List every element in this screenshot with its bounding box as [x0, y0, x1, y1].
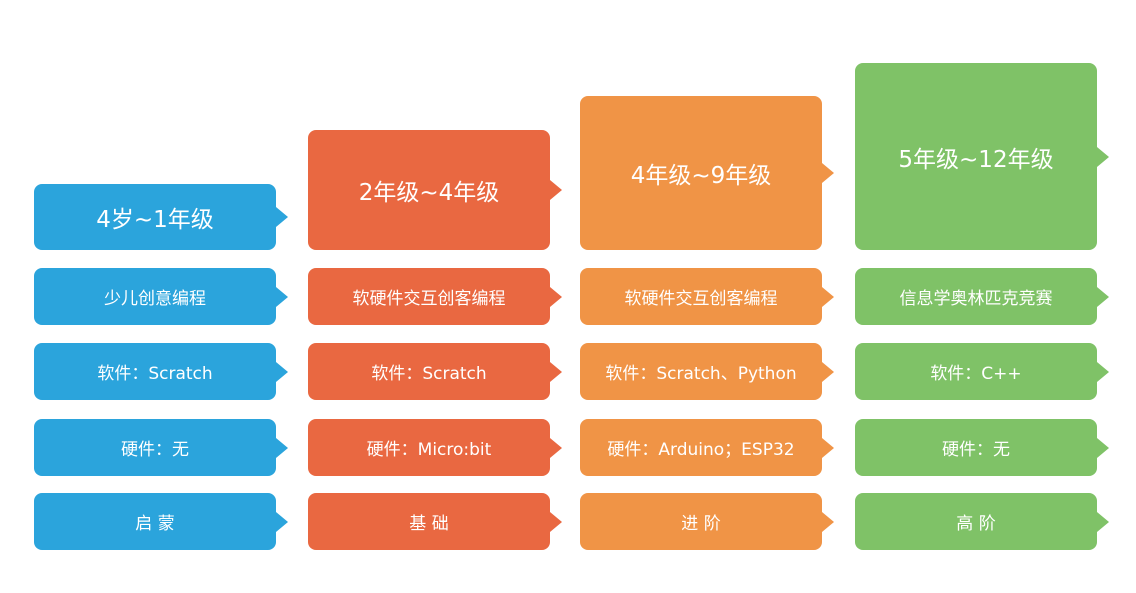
- course-label-2: 软硬件交互创客编程: [352, 289, 506, 309]
- software-cell-2: 软件：Scratch: [308, 343, 562, 400]
- hardware-cell-1: 硬件：无: [34, 419, 288, 476]
- stage-header-2: 2年级~4年级: [308, 130, 562, 250]
- level-label-1: 启 蒙: [135, 514, 175, 534]
- level-label-2: 基 础: [409, 514, 449, 534]
- level-cell-3: 进 阶: [580, 493, 834, 550]
- hardware-label-1: 硬件：无: [121, 440, 189, 460]
- hardware-cell-4: 硬件：无: [855, 419, 1109, 476]
- course-cell-2: 软硬件交互创客编程: [308, 268, 562, 325]
- course-label-3: 软硬件交互创客编程: [624, 289, 778, 309]
- software-label-2: 软件：Scratch: [371, 364, 487, 384]
- course-label-1: 少儿创意编程: [104, 289, 206, 309]
- stage-header-4: 5年级~12年级: [855, 63, 1109, 250]
- software-cell-3: 软件：Scratch、Python: [580, 343, 834, 400]
- course-cell-3: 软硬件交互创客编程: [580, 268, 834, 325]
- stage-header-3-label: 4年级~9年级: [630, 163, 772, 189]
- software-cell-4: 软件：C++: [855, 343, 1109, 400]
- level-label-3: 进 阶: [681, 514, 721, 534]
- software-label-1: 软件：Scratch: [97, 364, 213, 384]
- stage-header-2-label: 2年级~4年级: [358, 180, 500, 206]
- stage-header-4-label: 5年级~12年级: [898, 146, 1054, 173]
- stage-header-1: 4岁~1年级: [34, 184, 288, 250]
- hardware-cell-2: 硬件：Micro:bit: [308, 419, 562, 476]
- hardware-label-4: 硬件：无: [942, 440, 1010, 460]
- software-label-3: 软件：Scratch、Python: [605, 364, 797, 384]
- level-cell-2: 基 础: [308, 493, 562, 550]
- stage-header-3: 4年级~9年级: [580, 96, 834, 250]
- software-label-4: 软件：C++: [930, 364, 1022, 384]
- level-cell-1: 启 蒙: [34, 493, 288, 550]
- stage-header-1-label: 4岁~1年级: [96, 207, 214, 233]
- course-cell-1: 少儿创意编程: [34, 268, 288, 325]
- software-cell-1: 软件：Scratch: [34, 343, 288, 400]
- hardware-label-3: 硬件：Arduino；ESP32: [607, 440, 795, 460]
- hardware-cell-3: 硬件：Arduino；ESP32: [580, 419, 834, 476]
- course-label-4: 信息学奥林匹克竞赛: [899, 289, 1053, 309]
- level-label-4: 高 阶: [956, 514, 996, 534]
- level-cell-4: 高 阶: [855, 493, 1109, 550]
- course-cell-4: 信息学奥林匹克竞赛: [855, 268, 1109, 325]
- hardware-label-2: 硬件：Micro:bit: [366, 440, 492, 460]
